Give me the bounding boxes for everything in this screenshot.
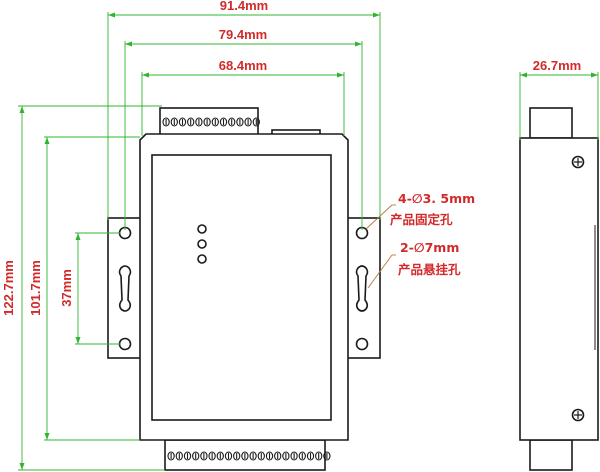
dimension-lines [18,12,599,471]
terminal-tooth [233,451,241,461]
terminal-tooth [183,451,192,461]
terminal-tooth [236,117,244,127]
terminal-tooth [170,117,178,127]
bottom-terminal-teeth [167,451,331,461]
side-top-connector [529,107,573,139]
terminal-tooth [252,117,260,127]
side-view [519,107,599,471]
fixing-holes-spec: 4-∅3. 5mm [398,191,475,206]
terminal-tooth [228,117,236,127]
terminal-tooth [219,117,228,127]
terminal-tooth [257,451,265,461]
dim-side-depth: 26.7mm [533,58,581,73]
front-housing-outline [139,133,349,441]
side-bottom-connector [529,439,573,471]
terminal-tooth [208,451,216,461]
terminal-tooth [306,451,315,461]
hanging-holes-spec: 2-∅7mm [400,240,459,255]
terminal-tooth [265,451,274,461]
right-mounting-flange [344,217,381,359]
front-view [107,107,381,471]
dim-mounting-width: 79.4mm [219,27,267,42]
terminal-tooth [187,117,195,127]
terminal-tooth [282,451,290,461]
terminal-tooth [162,117,170,127]
front-panel [151,154,332,421]
dim-body-width: 68.4mm [219,58,267,73]
terminal-tooth [216,451,224,461]
terminal-tooth [315,451,323,461]
terminal-tooth [244,117,252,127]
terminal-tooth [241,451,249,461]
annotation-leaders [365,204,396,289]
dim-body-height: 101.7mm [28,260,43,316]
terminal-tooth [323,451,331,461]
top-terminal-teeth [162,117,260,127]
led-indicator [197,239,207,249]
dimension-arrows [19,12,598,470]
side-screw-slots [574,158,582,419]
left-keyhole-slot [118,265,132,312]
terminal-tooth [200,451,208,461]
terminal-tooth [192,451,200,461]
dim-hole-spacing: 37mm [59,269,74,307]
dimension-text: 91.4mm 79.4mm 68.4mm 26.7mm 122.7mm 101.… [1,0,581,316]
terminal-tooth [290,451,298,461]
terminal-tooth [224,451,233,461]
side-housing [519,137,599,441]
dim-overall-height: 122.7mm [1,260,16,316]
led-indicator [197,224,207,234]
terminal-tooth [178,117,187,127]
fixing-holes-label: 产品固定孔 [390,212,453,227]
dim-overall-width: 91.4mm [220,0,268,13]
terminal-tooth [175,451,183,461]
hanging-holes-label: 产品悬挂孔 [398,262,461,277]
terminal-tooth [167,451,175,461]
led-indicator [197,254,207,264]
right-bottom-hole [355,337,369,351]
terminal-tooth [298,451,306,461]
right-keyhole-slot [355,265,369,312]
terminal-tooth [274,451,282,461]
terminal-tooth [203,117,211,127]
terminal-tooth [249,451,257,461]
top-terminal-block [159,107,259,136]
terminal-tooth [211,117,219,127]
annotation-text: 4-∅3. 5mm 产品固定孔 2-∅7mm 产品悬挂孔 [390,191,475,277]
terminal-tooth [195,117,203,127]
